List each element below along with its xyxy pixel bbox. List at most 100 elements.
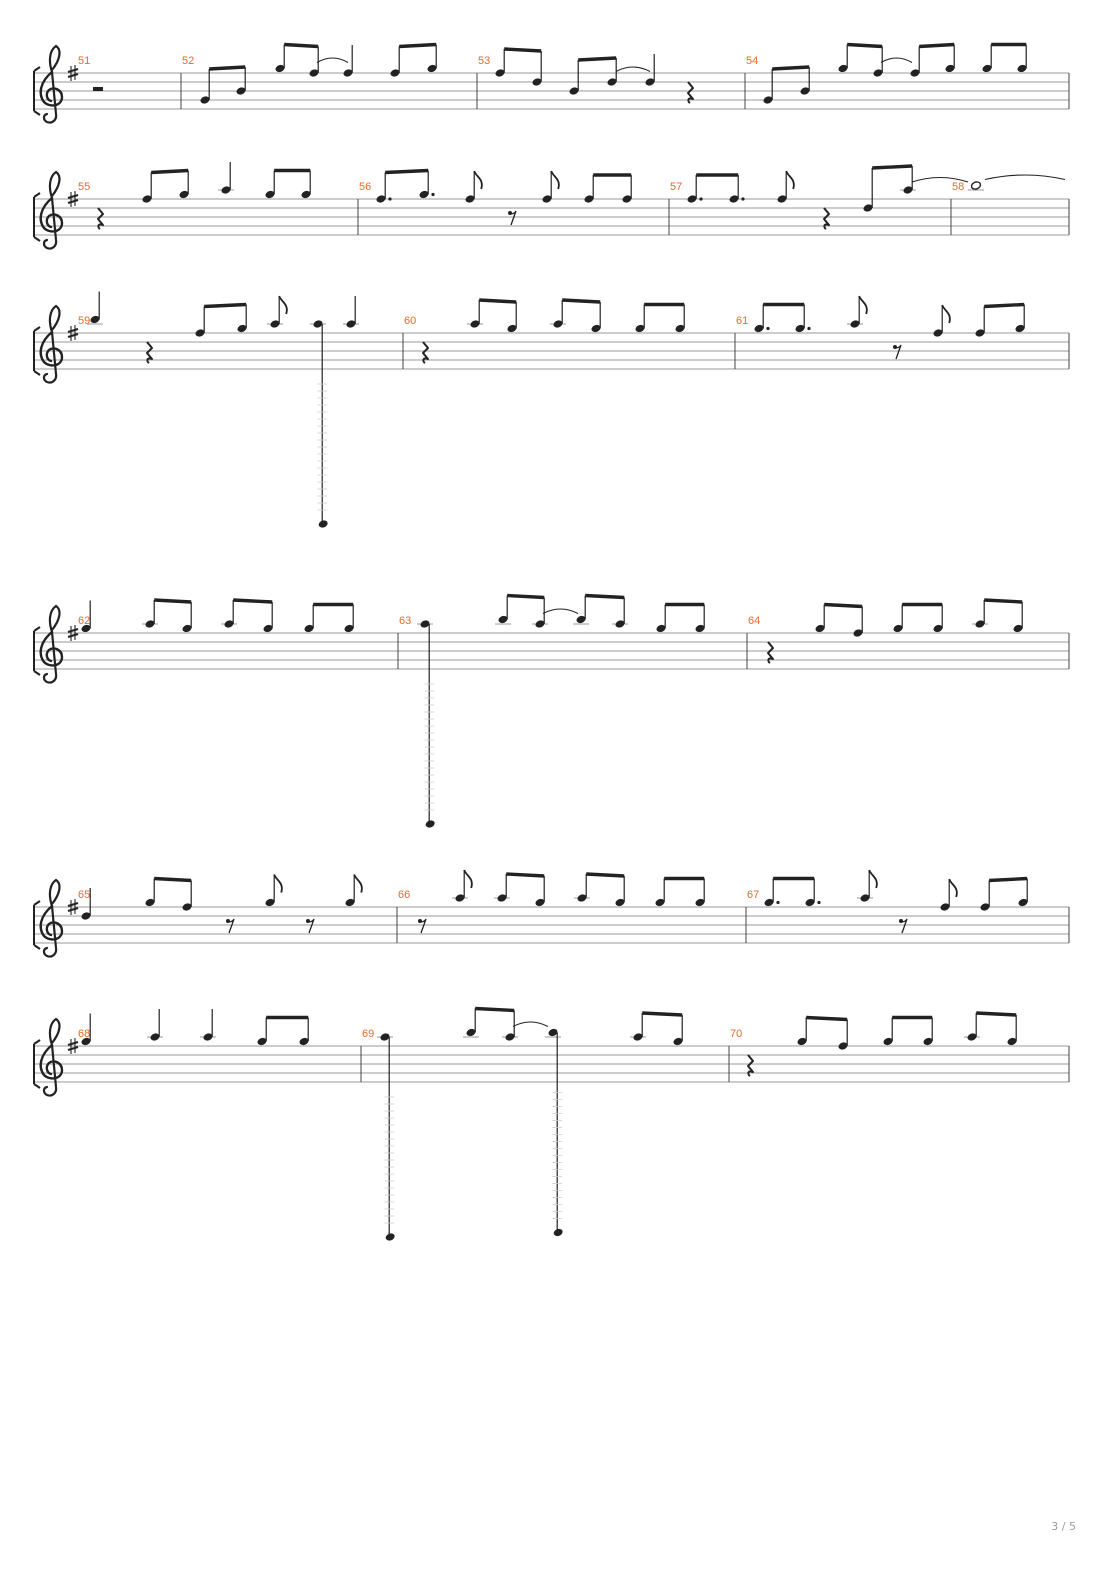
notehead xyxy=(838,1042,848,1050)
beam xyxy=(578,56,617,62)
notehead xyxy=(142,195,152,203)
notehead xyxy=(81,624,91,633)
eighth-rest-icon xyxy=(507,210,517,226)
notehead xyxy=(815,624,825,633)
notehead xyxy=(933,624,943,633)
beam xyxy=(507,593,545,600)
eighth-rest-icon xyxy=(225,918,235,934)
notehead xyxy=(975,329,985,337)
treble-clef-icon xyxy=(39,1017,64,1097)
eighth-rest-icon xyxy=(892,344,902,360)
notehead xyxy=(607,78,617,86)
notehead xyxy=(615,898,625,907)
notehead xyxy=(577,894,587,902)
measure-number: 62 xyxy=(78,615,90,627)
notehead xyxy=(933,329,943,337)
beam xyxy=(585,593,625,600)
tie xyxy=(542,608,579,614)
measure-number: 70 xyxy=(730,1028,742,1040)
notehead xyxy=(495,69,505,77)
notehead xyxy=(645,78,655,86)
notehead xyxy=(304,624,314,633)
augmentation-dot xyxy=(699,197,703,201)
notehead xyxy=(380,1033,390,1041)
beam xyxy=(209,65,246,71)
beam xyxy=(847,42,883,49)
notehead xyxy=(309,69,319,77)
beam xyxy=(506,872,545,878)
note-flag xyxy=(550,170,560,190)
notehead xyxy=(967,1033,977,1041)
beam xyxy=(919,42,955,49)
notehead xyxy=(224,620,234,628)
notehead xyxy=(195,329,205,337)
notehead xyxy=(635,324,645,333)
eighth-rest-icon xyxy=(898,918,908,934)
notehead xyxy=(970,181,982,190)
notehead xyxy=(81,912,91,920)
beam xyxy=(806,1015,848,1022)
measure-number: 59 xyxy=(78,315,90,327)
notehead xyxy=(237,324,247,333)
treble-clef-icon xyxy=(39,304,64,384)
notehead xyxy=(695,624,705,633)
notehead xyxy=(385,1233,395,1241)
notehead xyxy=(1015,324,1025,333)
measure-number: 66 xyxy=(398,889,410,901)
notehead xyxy=(695,898,705,907)
notehead xyxy=(535,620,545,628)
tie xyxy=(880,57,913,63)
notehead xyxy=(591,324,601,333)
notehead xyxy=(145,620,155,628)
treble-clef-icon xyxy=(39,44,64,124)
notehead xyxy=(873,69,883,77)
notehead xyxy=(675,324,685,333)
notehead xyxy=(622,195,632,203)
notehead xyxy=(390,69,400,77)
notehead xyxy=(863,204,873,212)
notehead xyxy=(265,898,275,907)
notehead xyxy=(200,96,210,104)
notehead xyxy=(345,898,355,907)
measure-number: 60 xyxy=(404,315,416,327)
notehead xyxy=(182,624,192,633)
tie xyxy=(615,66,651,72)
beam xyxy=(989,876,1028,883)
measure-number: 51 xyxy=(78,55,90,67)
notehead xyxy=(257,1037,267,1046)
note-flag xyxy=(868,869,878,889)
augmentation-dot xyxy=(776,900,780,905)
treble-clef-icon xyxy=(39,604,64,684)
notehead xyxy=(838,64,848,73)
beam xyxy=(284,42,319,49)
notehead xyxy=(313,320,323,328)
treble-clef-icon xyxy=(39,170,64,250)
notehead xyxy=(532,78,542,86)
notehead xyxy=(850,320,860,328)
notehead xyxy=(584,195,594,203)
notehead xyxy=(299,1037,309,1046)
note-flag xyxy=(353,874,363,893)
notehead xyxy=(344,624,354,633)
staff-system: 59 60 61 xyxy=(33,304,1070,384)
notehead xyxy=(615,620,625,628)
beam xyxy=(154,876,192,883)
notehead xyxy=(777,195,787,203)
beam xyxy=(872,164,913,170)
notehead xyxy=(553,1228,563,1237)
tie xyxy=(512,1021,549,1027)
measure-number: 61 xyxy=(736,315,748,327)
notehead xyxy=(236,87,246,95)
notehead xyxy=(797,1037,807,1046)
notehead xyxy=(301,190,311,199)
notehead xyxy=(1018,898,1028,907)
augmentation-dot xyxy=(388,197,392,201)
notehead xyxy=(455,894,465,902)
notehead xyxy=(498,615,508,624)
measure-number: 52 xyxy=(182,55,194,67)
notehead xyxy=(982,64,992,73)
notehead xyxy=(980,903,990,911)
